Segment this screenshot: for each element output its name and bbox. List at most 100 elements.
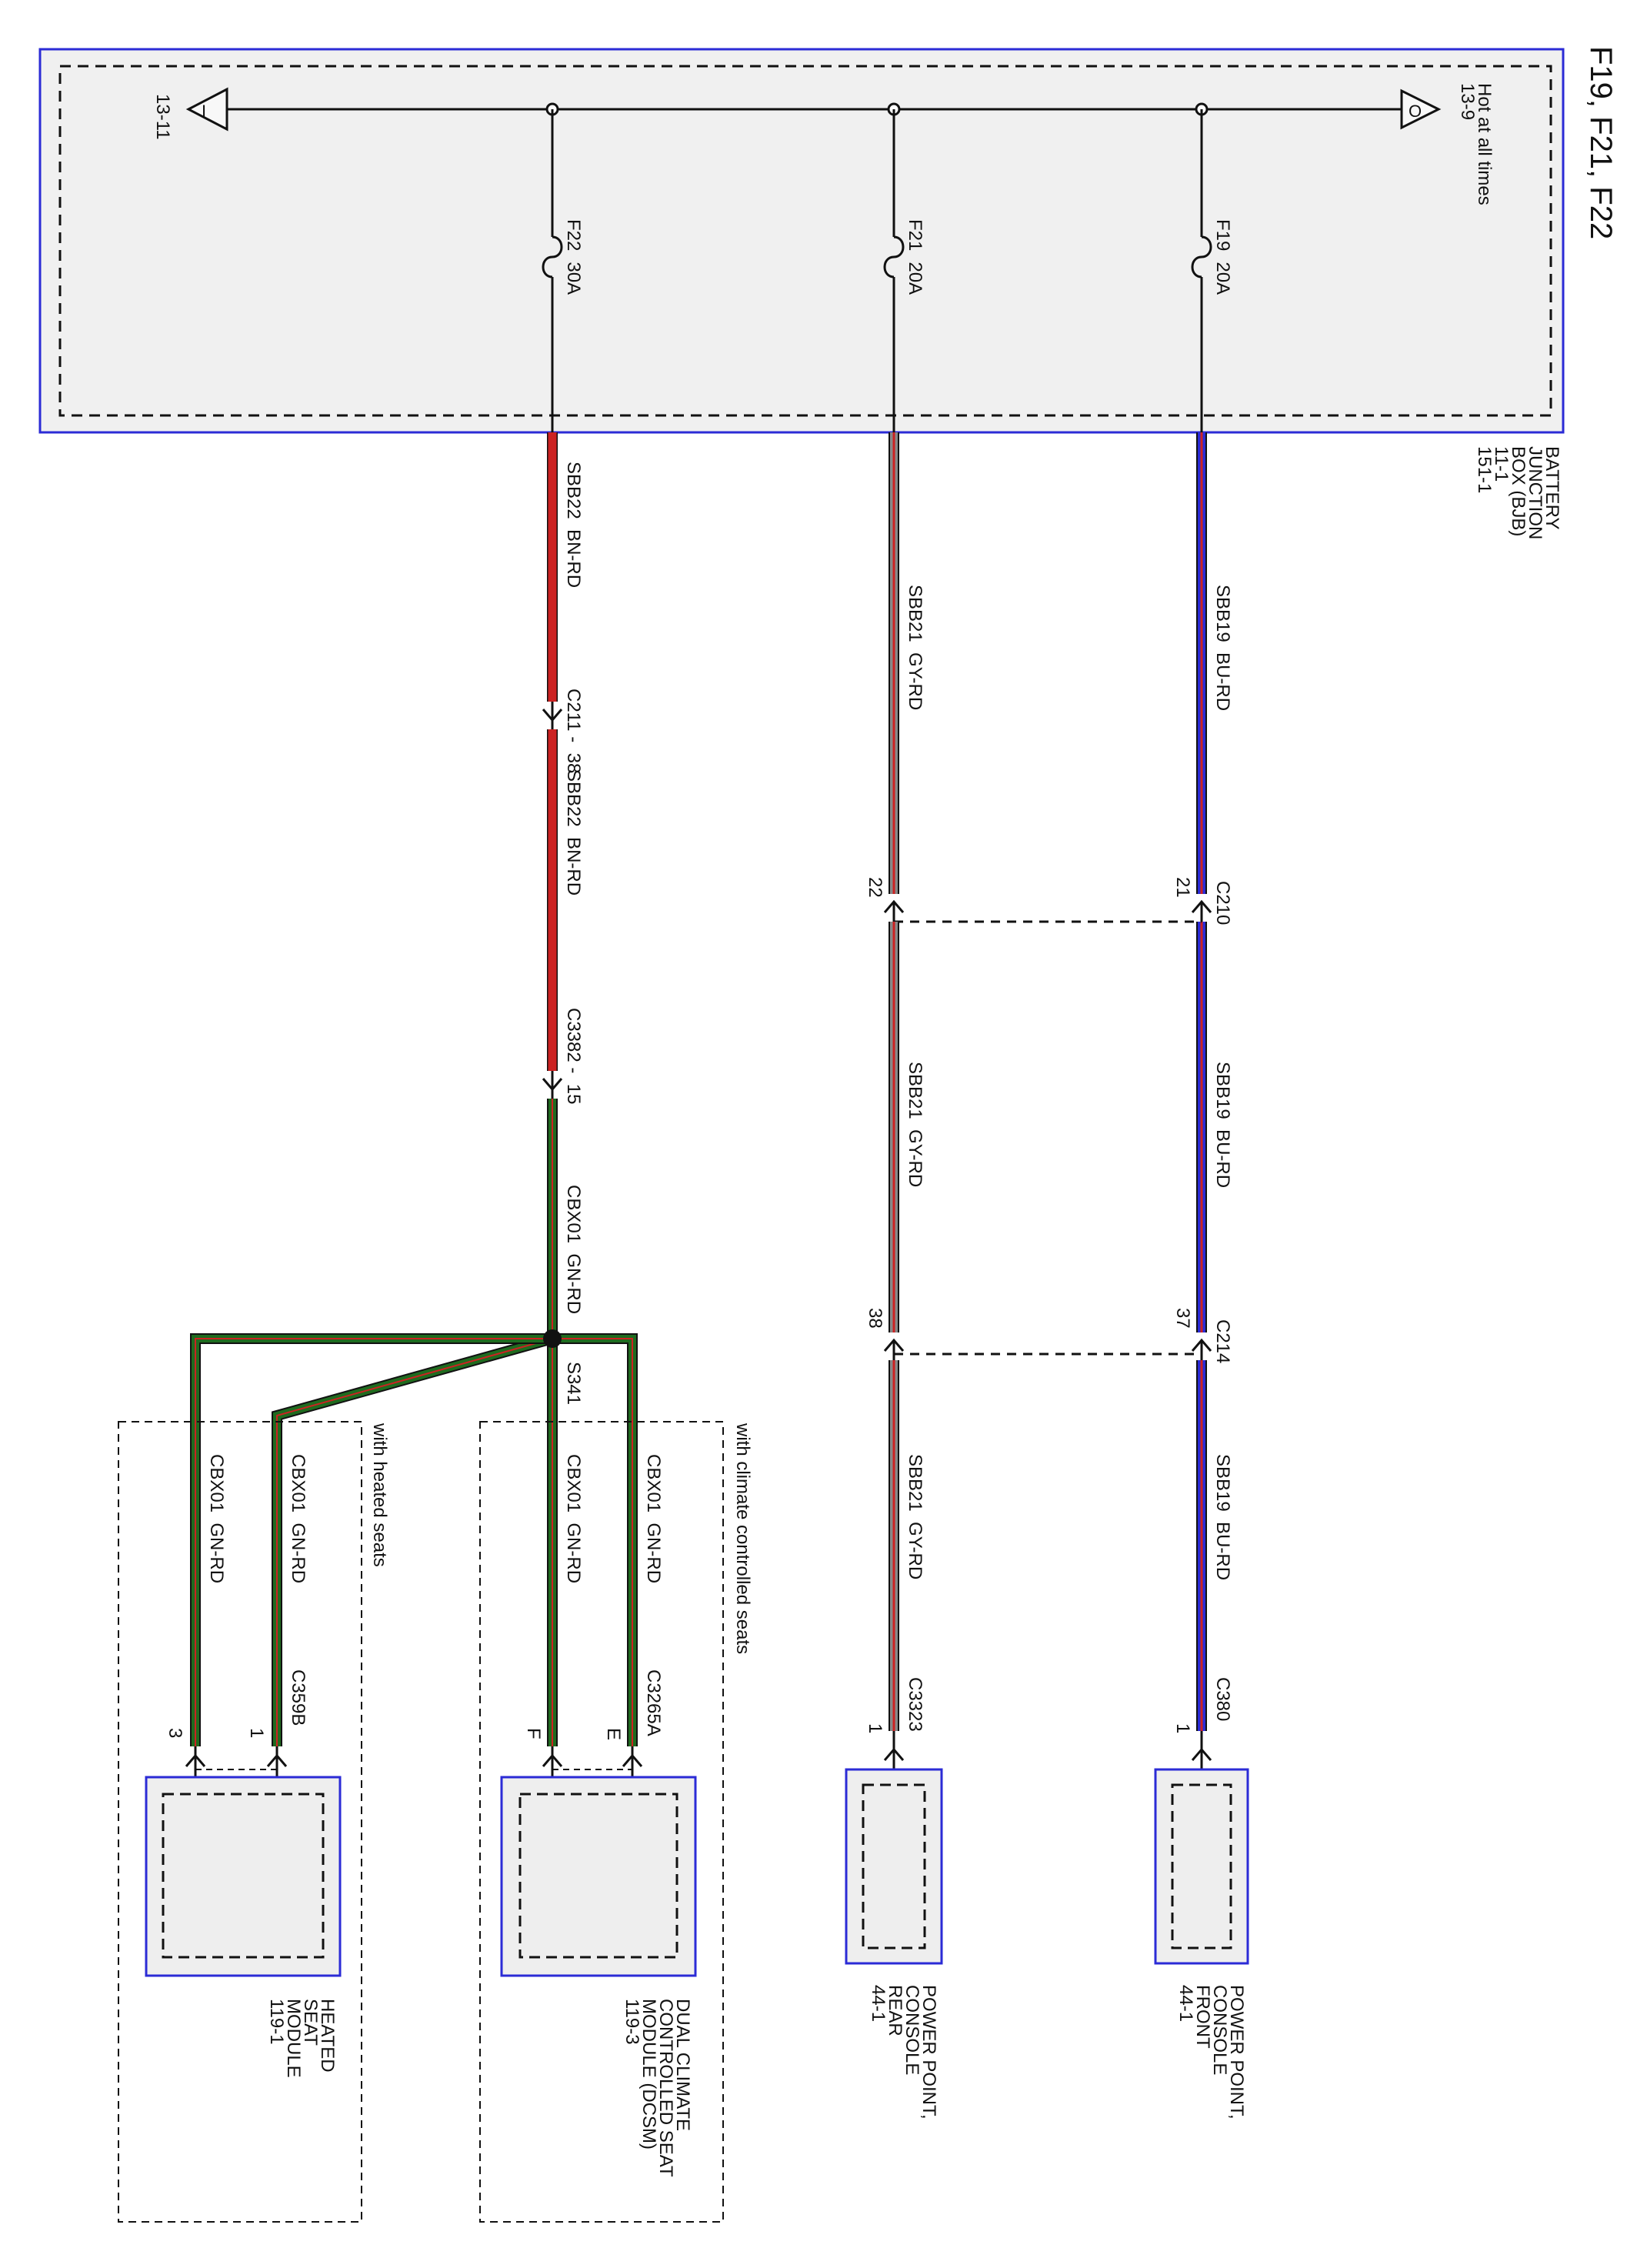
heated-seat-module <box>145 1776 342 1977</box>
c3382-connector-icon <box>542 1071 563 1099</box>
hot-at-all-times-label: Hot at all times <box>1474 83 1495 205</box>
svg-text:CONTROLLED SEAT: CONTROLLED SEAT <box>655 1999 676 2177</box>
svg-text:HEATED: HEATED <box>317 1999 338 2073</box>
sbb22-label-1: SBB22 BN-RD <box>563 462 584 588</box>
bus-input-ref: 13-9 <box>1457 83 1478 120</box>
sbb19-label-3: SBB19 BU-RD <box>1212 1454 1233 1580</box>
svg-text:MODULE (DCSM): MODULE (DCSM) <box>638 1999 659 2150</box>
c210-pin-22: 22 <box>865 877 885 898</box>
c214-label: C214 <box>1212 1319 1233 1363</box>
cbx01-pin-e-label: CBX01 GN-RD <box>643 1454 664 1583</box>
power-point-front-module <box>1154 1768 1249 1965</box>
bus-output-arrow <box>185 87 228 132</box>
f19-fuse-icon <box>1191 235 1212 278</box>
power-point-rear-inner <box>862 1783 926 1949</box>
svg-text:BOX (BJB): BOX (BJB) <box>1508 446 1529 536</box>
sbb21-label-2: SBB21 GY-RD <box>905 1062 925 1187</box>
climate-option-label: with climate controlled seats <box>732 1423 753 1654</box>
sbb21-label-1: SBB21 GY-RD <box>905 585 925 710</box>
c3382-label: C3382 - 15 <box>563 1008 584 1104</box>
svg-text:FRONT: FRONT <box>1192 1985 1213 2049</box>
f22-label: F2230A <box>563 219 584 295</box>
svg-text:11-1: 11-1 <box>1491 446 1512 482</box>
c3265a-pin-e-icon <box>622 1746 643 1777</box>
c211-label: C211 - 38 <box>563 689 584 773</box>
climate-option-box <box>479 1421 724 2223</box>
c3323-pin-1: 1 <box>865 1723 885 1733</box>
c359b-pin-3-icon <box>185 1746 206 1777</box>
c380-label: C380 <box>1212 1677 1233 1721</box>
dcsm-label: DUAL CLIMATE CONTROLLED SEAT MODULE (DCS… <box>622 1999 693 2177</box>
f22-fuse-icon <box>542 235 563 278</box>
cbx01-pin-1-label: CBX01 GN-RD <box>288 1454 308 1583</box>
sbb22-label-2: SBB22 BN-RD <box>563 769 584 896</box>
c210-pin-21: 21 <box>1172 877 1193 898</box>
c214-pin-37: 37 <box>1172 1308 1193 1329</box>
c3265a-pin-e: E <box>603 1728 624 1740</box>
c359b-pin-1-icon <box>266 1746 288 1777</box>
bjb-inner-box <box>58 65 1552 417</box>
s341-label: S341 <box>563 1362 584 1405</box>
bjb-box <box>38 48 1565 434</box>
bus-input-symbol: O <box>1409 102 1422 121</box>
c3265a-pin-f-icon <box>542 1746 563 1777</box>
heated-seat-label: HEATED SEAT MODULE 119-1 <box>266 1999 338 2078</box>
svg-text:DUAL CLIMATE: DUAL CLIMATE <box>672 1999 693 2131</box>
sbb19-label-2: SBB19 BU-RD <box>1212 1062 1233 1188</box>
c3265a-label: C3265A <box>643 1669 664 1736</box>
cbx01-pin-3-label: CBX01 GN-RD <box>206 1454 227 1583</box>
sbb21-label-3: SBB21 GY-RD <box>905 1454 925 1579</box>
cbx01-main-label: CBX01 GN-RD <box>563 1185 584 1314</box>
f21-fuse-icon <box>883 235 905 278</box>
heated-seat-inner <box>162 1793 325 1959</box>
c359b-pin-3: 3 <box>165 1728 185 1738</box>
c359b-label: C359B <box>288 1669 308 1726</box>
c3265a-pin-f: F <box>523 1728 544 1739</box>
c214-connector-a-icon <box>1191 1338 1212 1360</box>
c380-connector-icon <box>1191 1747 1212 1769</box>
f21-label: F2120A <box>905 219 925 295</box>
svg-text:151-1: 151-1 <box>1474 446 1495 493</box>
svg-text:BATTERY: BATTERY <box>1542 446 1562 529</box>
bjb-label: BATTERY JUNCTION BOX (BJB) 11-1 151-1 <box>1474 446 1562 539</box>
power-point-rear-module <box>845 1768 943 1965</box>
svg-text:REAR: REAR <box>885 1985 905 2036</box>
cbx01-pin-f-label: CBX01 GN-RD <box>563 1454 584 1583</box>
f19-label: F1920A <box>1212 219 1233 295</box>
c3323-connector-icon <box>883 1747 905 1769</box>
c210-connector-a-icon <box>1191 899 1212 922</box>
svg-text:119-3: 119-3 <box>622 1999 642 2045</box>
svg-text:CONSOLE: CONSOLE <box>902 1985 922 2075</box>
cbx01-wires <box>190 1099 638 1746</box>
c214-pin-38: 38 <box>865 1308 885 1329</box>
heated-option-label: with heated seats <box>369 1423 390 1567</box>
power-point-rear-label: POWER POINT, CONSOLE REAR 44-1 <box>868 1985 939 2120</box>
svg-text:CONSOLE: CONSOLE <box>1209 1985 1230 2075</box>
dcsm-module <box>500 1776 697 1977</box>
svg-text:POWER POINT,: POWER POINT, <box>919 1985 939 2120</box>
sbb19-label-1: SBB19 BU-RD <box>1212 585 1233 711</box>
c214-connector-b-icon <box>883 1338 905 1360</box>
power-point-front-label: POWER POINT, CONSOLE FRONT 44-1 <box>1175 1985 1247 2120</box>
c380-pin-1: 1 <box>1172 1723 1193 1733</box>
svg-text:44-1: 44-1 <box>868 1985 889 2022</box>
svg-text:MODULE: MODULE <box>283 1999 304 2078</box>
dcsm-inner <box>518 1793 678 1959</box>
s341-splice-node <box>543 1329 562 1348</box>
c211-connector-icon <box>542 702 563 729</box>
power-point-front-inner <box>1171 1783 1232 1949</box>
svg-text:SEAT: SEAT <box>300 1999 321 2046</box>
bus-output-symbol: I <box>202 102 206 121</box>
c210-label: C210 <box>1212 881 1233 925</box>
svg-text:JUNCTION: JUNCTION <box>1525 446 1545 539</box>
heated-option-box <box>118 1421 362 2223</box>
bus-output-ref: 13-11 <box>152 94 173 140</box>
bus-input-arrow <box>1400 88 1442 130</box>
c359b-pin-1: 1 <box>246 1728 267 1738</box>
c3323-label: C3323 <box>905 1677 925 1732</box>
svg-text:44-1: 44-1 <box>1175 1985 1196 2022</box>
c210-connector-b-icon <box>883 899 905 922</box>
svg-text:119-1: 119-1 <box>266 1999 287 2045</box>
svg-text:POWER POINT,: POWER POINT, <box>1226 1985 1247 2120</box>
